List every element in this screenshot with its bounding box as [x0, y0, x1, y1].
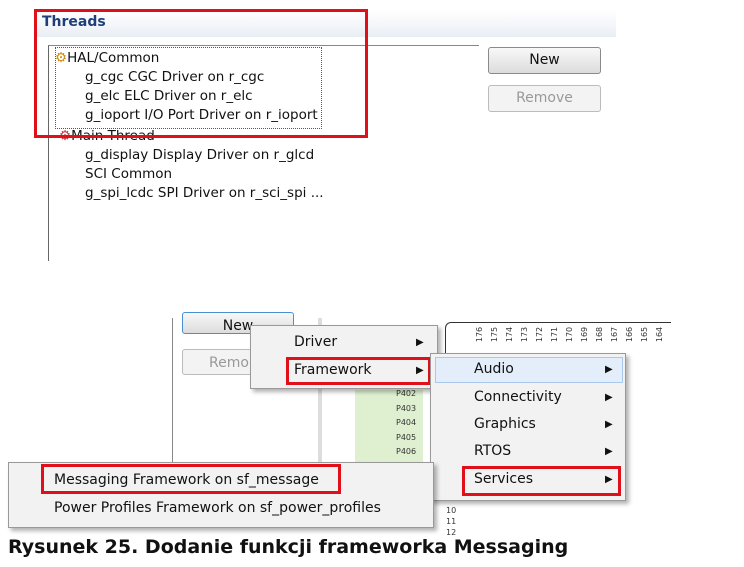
pin-label: P406	[396, 447, 417, 456]
pin-number: 11	[446, 517, 457, 526]
pin-label: 165	[640, 326, 650, 343]
chevron-right-icon: ▶	[605, 446, 613, 457]
pin-label: 166	[625, 326, 635, 343]
menu-item-rtos[interactable]: RTOS	[474, 443, 512, 459]
highlight-box	[41, 464, 341, 494]
menu-item-framework[interactable]: Framework	[294, 362, 372, 378]
chevron-right-icon: ▶	[416, 337, 424, 348]
pin-label: 172	[535, 326, 545, 343]
pin-label: 167	[610, 326, 620, 343]
tree-item[interactable]: g_elc ELC Driver on r_elc	[85, 88, 253, 104]
menu-item-messaging-framework[interactable]: Messaging Framework on sf_message	[54, 472, 319, 488]
services-submenu: Messaging Framework on sf_message Power …	[8, 462, 434, 528]
remove-stack-button[interactable]: Remo	[182, 349, 262, 375]
chip-package	[445, 322, 671, 353]
chevron-right-icon: ▶	[605, 364, 613, 375]
pin-label: P405	[396, 432, 417, 442]
pin-label: 175	[490, 326, 500, 343]
threads-tree[interactable]: ⚙HAL/Common g_cgc CGC Driver on r_cgc g_…	[48, 45, 479, 261]
menu-item-power-profiles-framework[interactable]: Power Profiles Framework on sf_power_pro…	[54, 500, 381, 516]
pin-label: 174	[505, 326, 515, 343]
pin-label: 169	[580, 326, 590, 343]
chevron-right-icon: ▶	[605, 419, 613, 430]
menu-item-graphics[interactable]: Graphics	[474, 416, 536, 432]
tree-item[interactable]: SCI Common	[85, 166, 173, 182]
splitter[interactable]	[318, 318, 322, 463]
menu-item-services[interactable]: Services	[474, 471, 534, 487]
threads-header: Threads	[36, 11, 616, 37]
menu-item-connectivity[interactable]: Connectivity	[474, 389, 562, 405]
remove-thread-button[interactable]: Remove	[488, 85, 601, 112]
pin-label: P403	[396, 403, 417, 413]
pin-label: 164	[655, 326, 665, 343]
tree-item[interactable]: g_cgc CGC Driver on r_cgc	[85, 69, 265, 85]
pin-number: 10	[446, 506, 457, 515]
pin-number: 12	[446, 528, 457, 537]
tree-item[interactable]: g_display Display Driver on r_glcd	[85, 147, 315, 163]
panel-border	[172, 318, 173, 463]
menu-item-audio[interactable]: Audio	[474, 361, 514, 377]
pin-label: 176	[475, 326, 485, 343]
new-thread-button[interactable]: New	[488, 47, 601, 74]
tree-item[interactable]: g_spi_lcdc SPI Driver on r_sci_spi ...	[85, 185, 324, 201]
gear-thread-icon: ⚙	[55, 50, 68, 66]
threads-title: Threads	[42, 14, 106, 30]
pin-label: 170	[565, 326, 575, 343]
highlight-box	[286, 357, 431, 385]
pin-label: P404	[396, 418, 417, 427]
tree-item-hal-common[interactable]: ⚙HAL/Common	[55, 50, 160, 66]
highlight-box	[462, 466, 621, 496]
pin-label: 173	[520, 326, 530, 343]
tree-item[interactable]: g_ioport I/O Port Driver on r_ioport	[85, 107, 318, 123]
chevron-right-icon: ▶	[416, 365, 424, 376]
menu-item-driver[interactable]: Driver	[294, 334, 338, 350]
hover-highlight	[435, 357, 623, 383]
highlight-box	[34, 9, 368, 138]
pin-label: 168	[595, 326, 605, 343]
chevron-right-icon: ▶	[605, 392, 613, 403]
focus-outline	[55, 47, 322, 129]
figure-caption: Rysunek 25. Dodanie funkcji frameworka M…	[8, 536, 569, 558]
pin-label: P402	[396, 389, 417, 398]
pin-label: 171	[550, 326, 560, 343]
chevron-right-icon: ▶	[605, 474, 613, 485]
